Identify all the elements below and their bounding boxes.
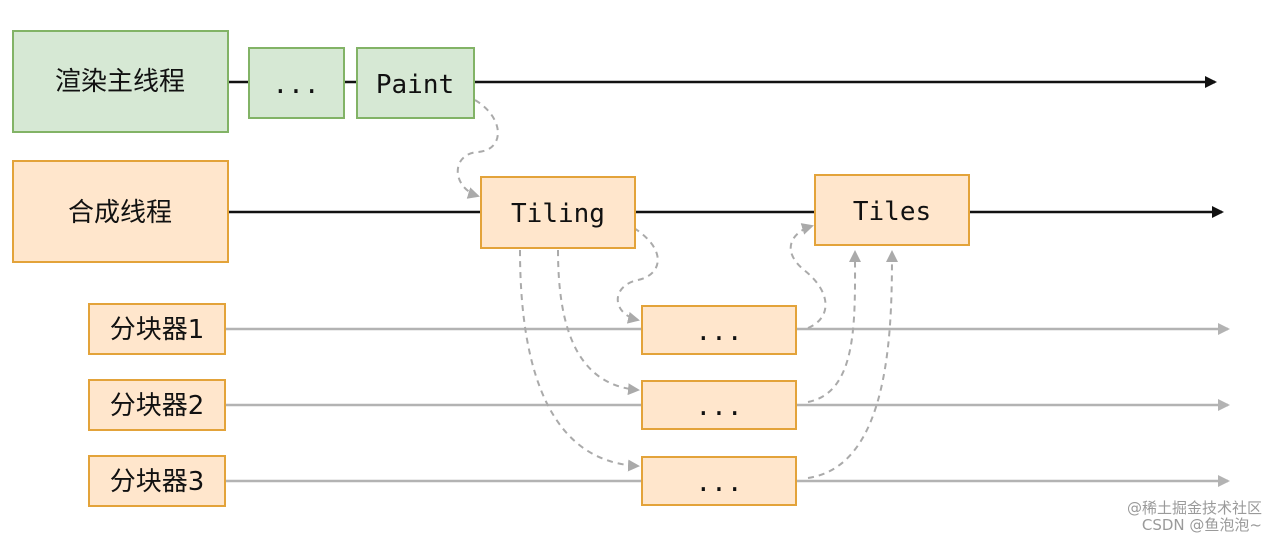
tiler2-to-tiles-arrow	[807, 250, 862, 403]
tiles-box	[814, 174, 970, 246]
paint-box	[356, 47, 475, 119]
watermark-line1: @稀土掘金技术社区	[1127, 499, 1262, 517]
tiling-label: Tiling	[511, 199, 605, 229]
main-thread-box	[12, 30, 229, 133]
main-ellipsis-label: ...	[273, 70, 320, 100]
tiler1-box	[88, 303, 226, 355]
tiling-to-tiler3-arrow	[519, 249, 640, 472]
tiler3-to-tiles-arrow	[807, 250, 898, 479]
main-thread-label: 渲染主线程	[55, 67, 185, 97]
tiles-label: Tiles	[853, 197, 931, 227]
tiler3-box	[88, 455, 226, 507]
tiler1-task-box	[641, 305, 797, 355]
tiling-to-tiler2-arrow	[557, 249, 640, 396]
tiling-box	[480, 176, 636, 249]
tiler2-task-box	[641, 380, 797, 430]
tiler3-label: 分块器3	[110, 467, 205, 497]
main-ellipsis-box	[248, 47, 345, 119]
compositor-thread-box	[12, 160, 229, 263]
tiler3-task-label: ...	[696, 468, 743, 498]
tiler3-task-box	[641, 456, 797, 506]
tiler2-box	[88, 379, 226, 431]
tiler1-task-label: ...	[696, 317, 743, 347]
tiler2-label: 分块器2	[110, 391, 205, 421]
tiler1-label: 分块器1	[110, 315, 205, 345]
compositor-thread-label: 合成线程	[68, 198, 172, 228]
tiler2-task-label: ...	[696, 392, 743, 422]
paint-label: Paint	[376, 70, 454, 100]
tiler1-to-tiles-arrow	[789, 223, 827, 329]
tiling-to-tiler1-arrow	[616, 227, 659, 324]
watermark-line2: CSDN @鱼泡泡~	[1142, 516, 1262, 534]
paint-to-tiling-arrow	[456, 99, 499, 199]
